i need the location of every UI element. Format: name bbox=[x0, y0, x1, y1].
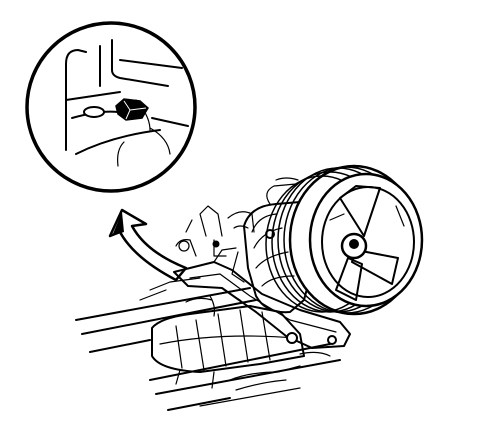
detail-inset bbox=[25, 21, 197, 193]
frame-rails bbox=[75, 277, 341, 411]
engine-oil-pan bbox=[151, 293, 305, 373]
mounting-bracket-icon bbox=[173, 205, 351, 349]
detail-hole bbox=[83, 106, 105, 118]
detail-bolt-icon bbox=[115, 98, 149, 121]
callout-arrow-icon bbox=[108, 208, 188, 282]
lower-lines bbox=[175, 351, 331, 391]
pulley-icon bbox=[265, 164, 424, 316]
detail-casting-lines bbox=[65, 39, 189, 167]
